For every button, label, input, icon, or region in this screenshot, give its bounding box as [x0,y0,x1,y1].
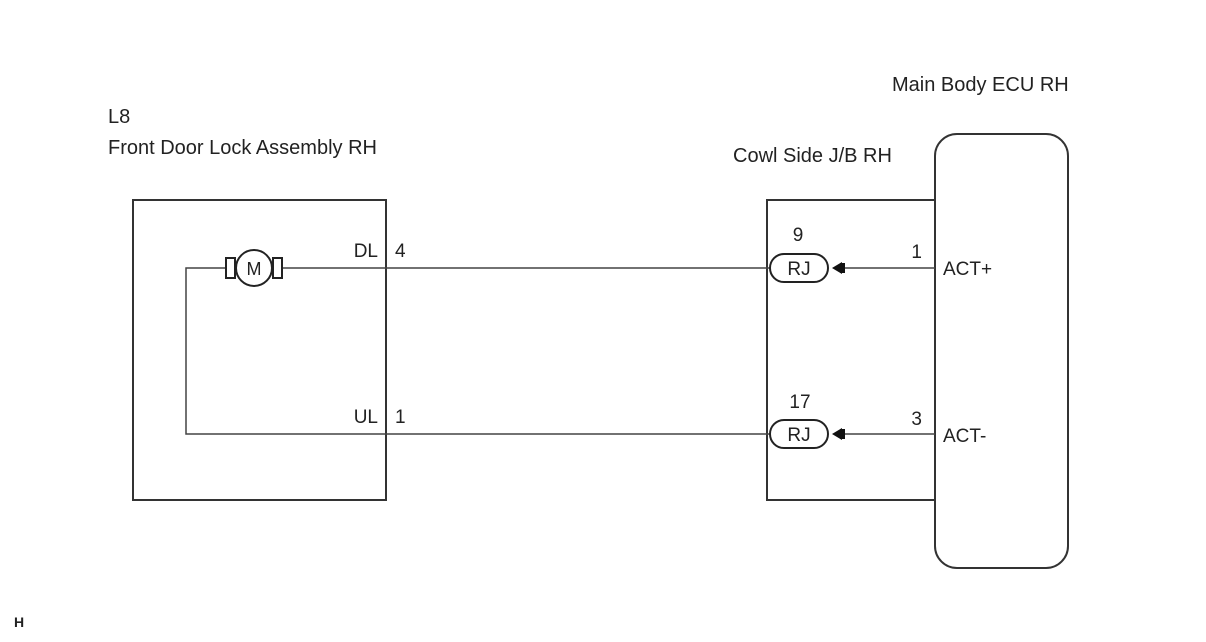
motor-label: M [247,259,262,279]
rj-pin-9: 9 [793,225,804,246]
ecu-pin-number-3: 3 [911,409,922,430]
door-lock-box [132,199,387,501]
pin-number-ul: 1 [395,407,406,428]
ecu-pin-number-1: 1 [911,242,922,263]
rj-pin-17: 17 [789,392,810,413]
motor-icon: M [225,249,283,287]
ecu-title: Main Body ECU RH [892,74,1069,96]
footer-mark: H [14,614,24,630]
door-lock-code: L8 [108,106,130,128]
connector-arrow-icon [832,262,842,274]
ecu-box [934,133,1069,569]
rj-connector-9: 9 RJ [769,225,845,283]
rj-connector-17: 17 RJ [769,392,845,449]
ecu-signal-act-plus: ACT+ [943,259,992,280]
rj-code-17: RJ [787,425,810,446]
rj-code-9: RJ [787,259,810,280]
junction-block-title: Cowl Side J/B RH [733,145,892,167]
pin-label-ul: UL [354,407,378,428]
door-lock-title: Front Door Lock Assembly RH [108,137,377,159]
motor-return-wire [185,267,386,435]
connector-arrow-icon [832,428,842,440]
pin-label-dl: DL [354,241,378,262]
ecu-signal-act-minus: ACT- [943,426,986,447]
pin-number-dl: 4 [395,241,406,262]
